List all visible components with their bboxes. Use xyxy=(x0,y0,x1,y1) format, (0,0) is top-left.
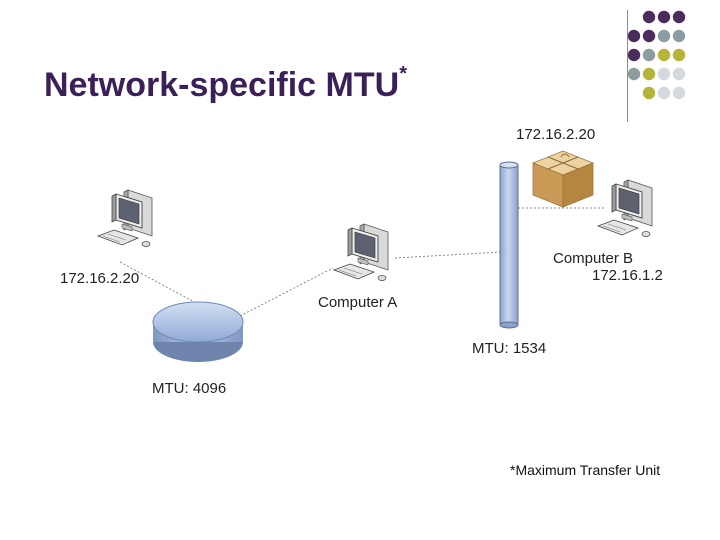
computer-icon xyxy=(596,179,653,237)
title-text: Network-specific MTU xyxy=(44,66,400,104)
decorative-dot xyxy=(672,67,686,81)
decorative-dot xyxy=(672,86,686,100)
middle-network-mtu-label: MTU: 1534 xyxy=(472,340,547,357)
decorative-dot xyxy=(642,48,656,62)
decorative-dot xyxy=(657,86,671,100)
decorative-dot xyxy=(627,48,641,62)
computer-b-ip-label: 172.16.1.2 xyxy=(592,267,663,284)
link-left-host xyxy=(119,261,201,306)
left-host-ip-label: 172.16.2.20 xyxy=(60,270,140,287)
slide-title: Network-specific MTU* xyxy=(44,62,407,105)
decorative-dot xyxy=(672,48,686,62)
decorative-dot xyxy=(642,29,656,43)
footnote: *Maximum Transfer Unit xyxy=(510,462,661,478)
decorative-dot xyxy=(657,67,671,81)
computer-icon xyxy=(332,223,389,281)
package-icon xyxy=(531,150,595,208)
packet-ip-label: 172.16.2.20 xyxy=(516,126,596,143)
decorative-dot xyxy=(657,10,671,24)
decorative-dot xyxy=(642,86,656,100)
decorative-dot xyxy=(672,10,686,24)
link-computer-a-network xyxy=(239,267,334,317)
decorative-dot xyxy=(627,29,641,43)
decorative-dot xyxy=(657,48,671,62)
decorative-dot xyxy=(657,29,671,43)
computer-icon xyxy=(96,189,153,247)
decorative-dot xyxy=(672,29,686,43)
decorative-dot xyxy=(642,10,656,24)
network-disk-left xyxy=(152,301,244,362)
network-bar-middle xyxy=(499,161,519,329)
computer-b-label: Computer B xyxy=(553,250,634,267)
decorative-dot xyxy=(642,67,656,81)
divider-line xyxy=(627,10,628,122)
decorative-dot xyxy=(627,67,641,81)
link-computer-a-bar xyxy=(394,251,503,259)
computer-a-label: Computer A xyxy=(318,294,398,311)
left-network-mtu-label: MTU: 4096 xyxy=(152,380,227,397)
title-footnote-marker: * xyxy=(399,62,407,85)
